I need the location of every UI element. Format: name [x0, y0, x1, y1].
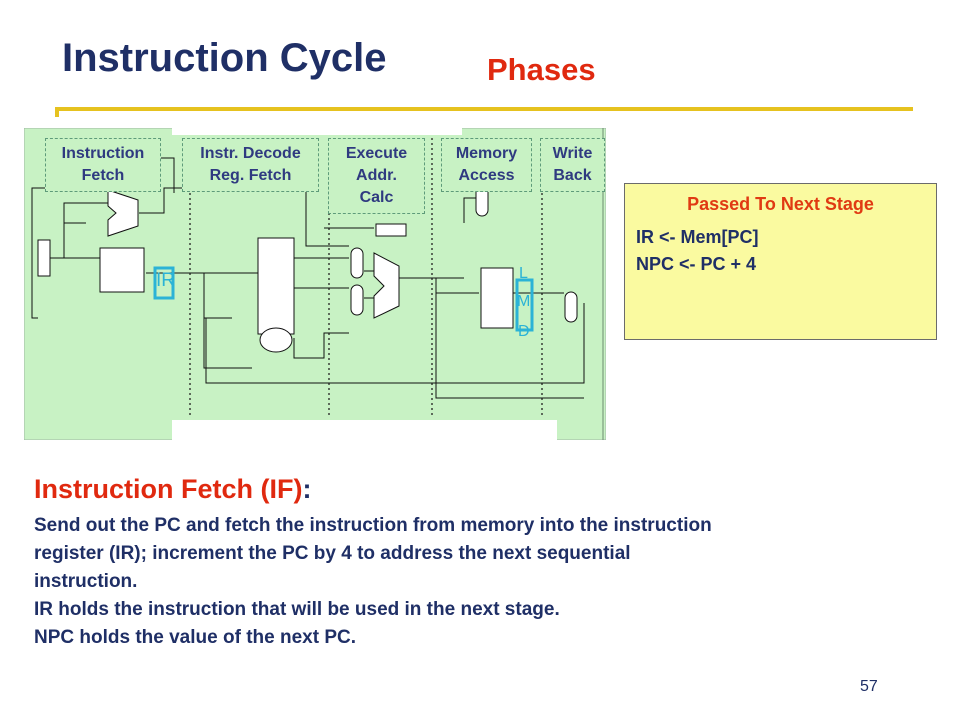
sign-extend — [259, 327, 293, 353]
ir-highlight-box — [153, 266, 175, 300]
diagram-top-strip — [172, 128, 462, 135]
slide-title: Instruction Cycle — [62, 36, 387, 80]
if-heading-colon: : — [302, 474, 312, 504]
stage-label-line: Addr. — [356, 167, 397, 184]
passed-box-title: Passed To Next Stage — [687, 194, 874, 214]
stage-memory-access: Memory Access — [441, 138, 532, 192]
register-file — [257, 237, 295, 335]
data-memory — [480, 267, 514, 329]
passed-box-line: IR <- Mem[PC] — [636, 227, 759, 247]
stage-label-line: Fetch — [81, 167, 125, 184]
stage-label-line: Reg. Fetch — [209, 167, 292, 184]
stage-label-line: Instruction — [61, 145, 145, 162]
description-line: register (IR); increment the PC by 4 to … — [34, 543, 631, 564]
stage-label-line: Execute — [345, 145, 408, 162]
stage-label-line: Calc — [359, 189, 394, 206]
stage-execute: Execute Addr. Calc — [328, 138, 425, 214]
page-number: 57 — [860, 678, 878, 695]
description-line: NPC holds the value of the next PC. — [34, 627, 356, 648]
title-underline-tick — [55, 111, 59, 117]
if-description: Send out the PC and fetch the instructio… — [34, 512, 914, 652]
zero-test — [375, 223, 407, 237]
stage-instr-decode: Instr. Decode Reg. Fetch — [182, 138, 319, 192]
if-heading: Instruction Fetch (IF): — [34, 474, 311, 505]
if-heading-text: Instruction Fetch (IF) — [34, 474, 303, 504]
write-back-mux — [564, 291, 578, 323]
stage-label-line: Write — [552, 145, 593, 162]
passed-to-next-stage-box: Passed To Next Stage IR <- Mem[PC] NPC <… — [624, 183, 937, 340]
lmd-label-d: D — [518, 323, 530, 340]
description-line: Send out the PC and fetch the instructio… — [34, 515, 712, 536]
alu — [373, 252, 400, 319]
lmd-label-m: M — [517, 293, 530, 310]
stage-instruction-fetch: Instruction Fetch — [45, 138, 161, 192]
description-line: IR holds the instruction that will be us… — [34, 599, 560, 620]
stage-label-line: Memory — [455, 145, 518, 162]
lmd-label-l: L — [519, 265, 528, 282]
stage-label-line: Instr. Decode — [200, 145, 301, 162]
ir-label: IR — [156, 270, 175, 291]
pc-register — [37, 239, 51, 277]
instruction-memory — [99, 247, 145, 293]
title-underline — [55, 107, 913, 111]
datapath-components — [37, 185, 578, 353]
slide-subtitle: Phases — [487, 52, 596, 87]
mux-a — [350, 247, 364, 279]
diagram-bottom-strip — [172, 420, 557, 440]
stage-label-line: Access — [458, 167, 515, 184]
pc-adder — [107, 189, 139, 237]
stage-label-line: Back — [553, 167, 592, 184]
description-line: instruction. — [34, 571, 138, 592]
mux-b — [350, 284, 364, 316]
lmd-highlight-box — [515, 278, 534, 332]
stage-write-back: Write Back — [540, 138, 605, 192]
passed-box-line: NPC <- PC + 4 — [636, 254, 757, 274]
